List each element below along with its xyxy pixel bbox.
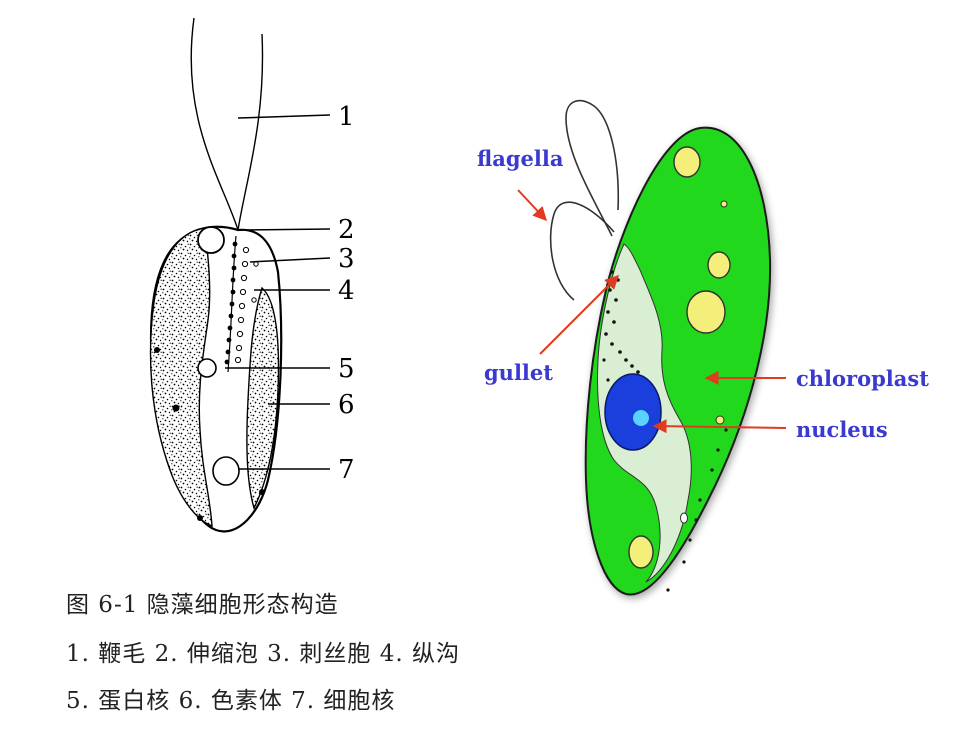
callout-1: 1 xyxy=(338,102,355,132)
flagellum-b xyxy=(237,33,264,231)
pyrenoid-4 xyxy=(628,535,654,569)
gullet-arrow xyxy=(539,275,619,355)
callout-7: 7 xyxy=(338,455,355,485)
callout-5: 5 xyxy=(338,354,355,384)
line-drawing-cell: 1 2 3 4 5 6 7 xyxy=(149,17,355,533)
leader-lines xyxy=(225,114,331,470)
furrow-dots xyxy=(234,246,259,364)
label-chloroplast: chloroplast xyxy=(796,366,929,391)
pyrenoid-2 xyxy=(707,251,731,279)
label-gullet: gullet xyxy=(484,360,553,385)
color-illustration-cell: flagella gullet chloroplast nucleus xyxy=(477,99,929,596)
contractile-vacuole xyxy=(197,226,225,254)
callout-2: 2 xyxy=(338,215,355,245)
flagella-arrow xyxy=(517,189,547,222)
furrow-line xyxy=(227,235,237,373)
label-nucleus: nucleus xyxy=(796,417,888,442)
chromatophore-left xyxy=(149,227,213,528)
nucleus-outline xyxy=(212,456,240,486)
pyrenoid-3 xyxy=(686,290,726,334)
pyrenoid xyxy=(197,358,217,378)
label-flagella: flagella xyxy=(477,146,564,171)
callout-6: 6 xyxy=(338,390,355,420)
caption-legend-2: 5. 蛋白核 6. 色素体 7. 细胞核 xyxy=(66,688,396,714)
flagellum-1 xyxy=(565,99,620,237)
nucleolus xyxy=(633,410,649,426)
callout-3: 3 xyxy=(338,244,355,274)
trichocysts xyxy=(224,241,238,365)
nucleus-arrow xyxy=(652,419,787,434)
pyrenoid-1 xyxy=(673,146,701,178)
chromatophore-right xyxy=(246,286,280,510)
nucleus-blue xyxy=(604,373,662,451)
caption-title: 图 6-1 隐藻细胞形态构造 xyxy=(66,592,339,618)
flagellum-2 xyxy=(549,201,615,301)
flagellum-a xyxy=(190,17,239,231)
caption-legend-1: 1. 鞭毛 2. 伸缩泡 3. 刺丝胞 4. 纵沟 xyxy=(66,641,460,667)
callout-4: 4 xyxy=(338,276,355,306)
